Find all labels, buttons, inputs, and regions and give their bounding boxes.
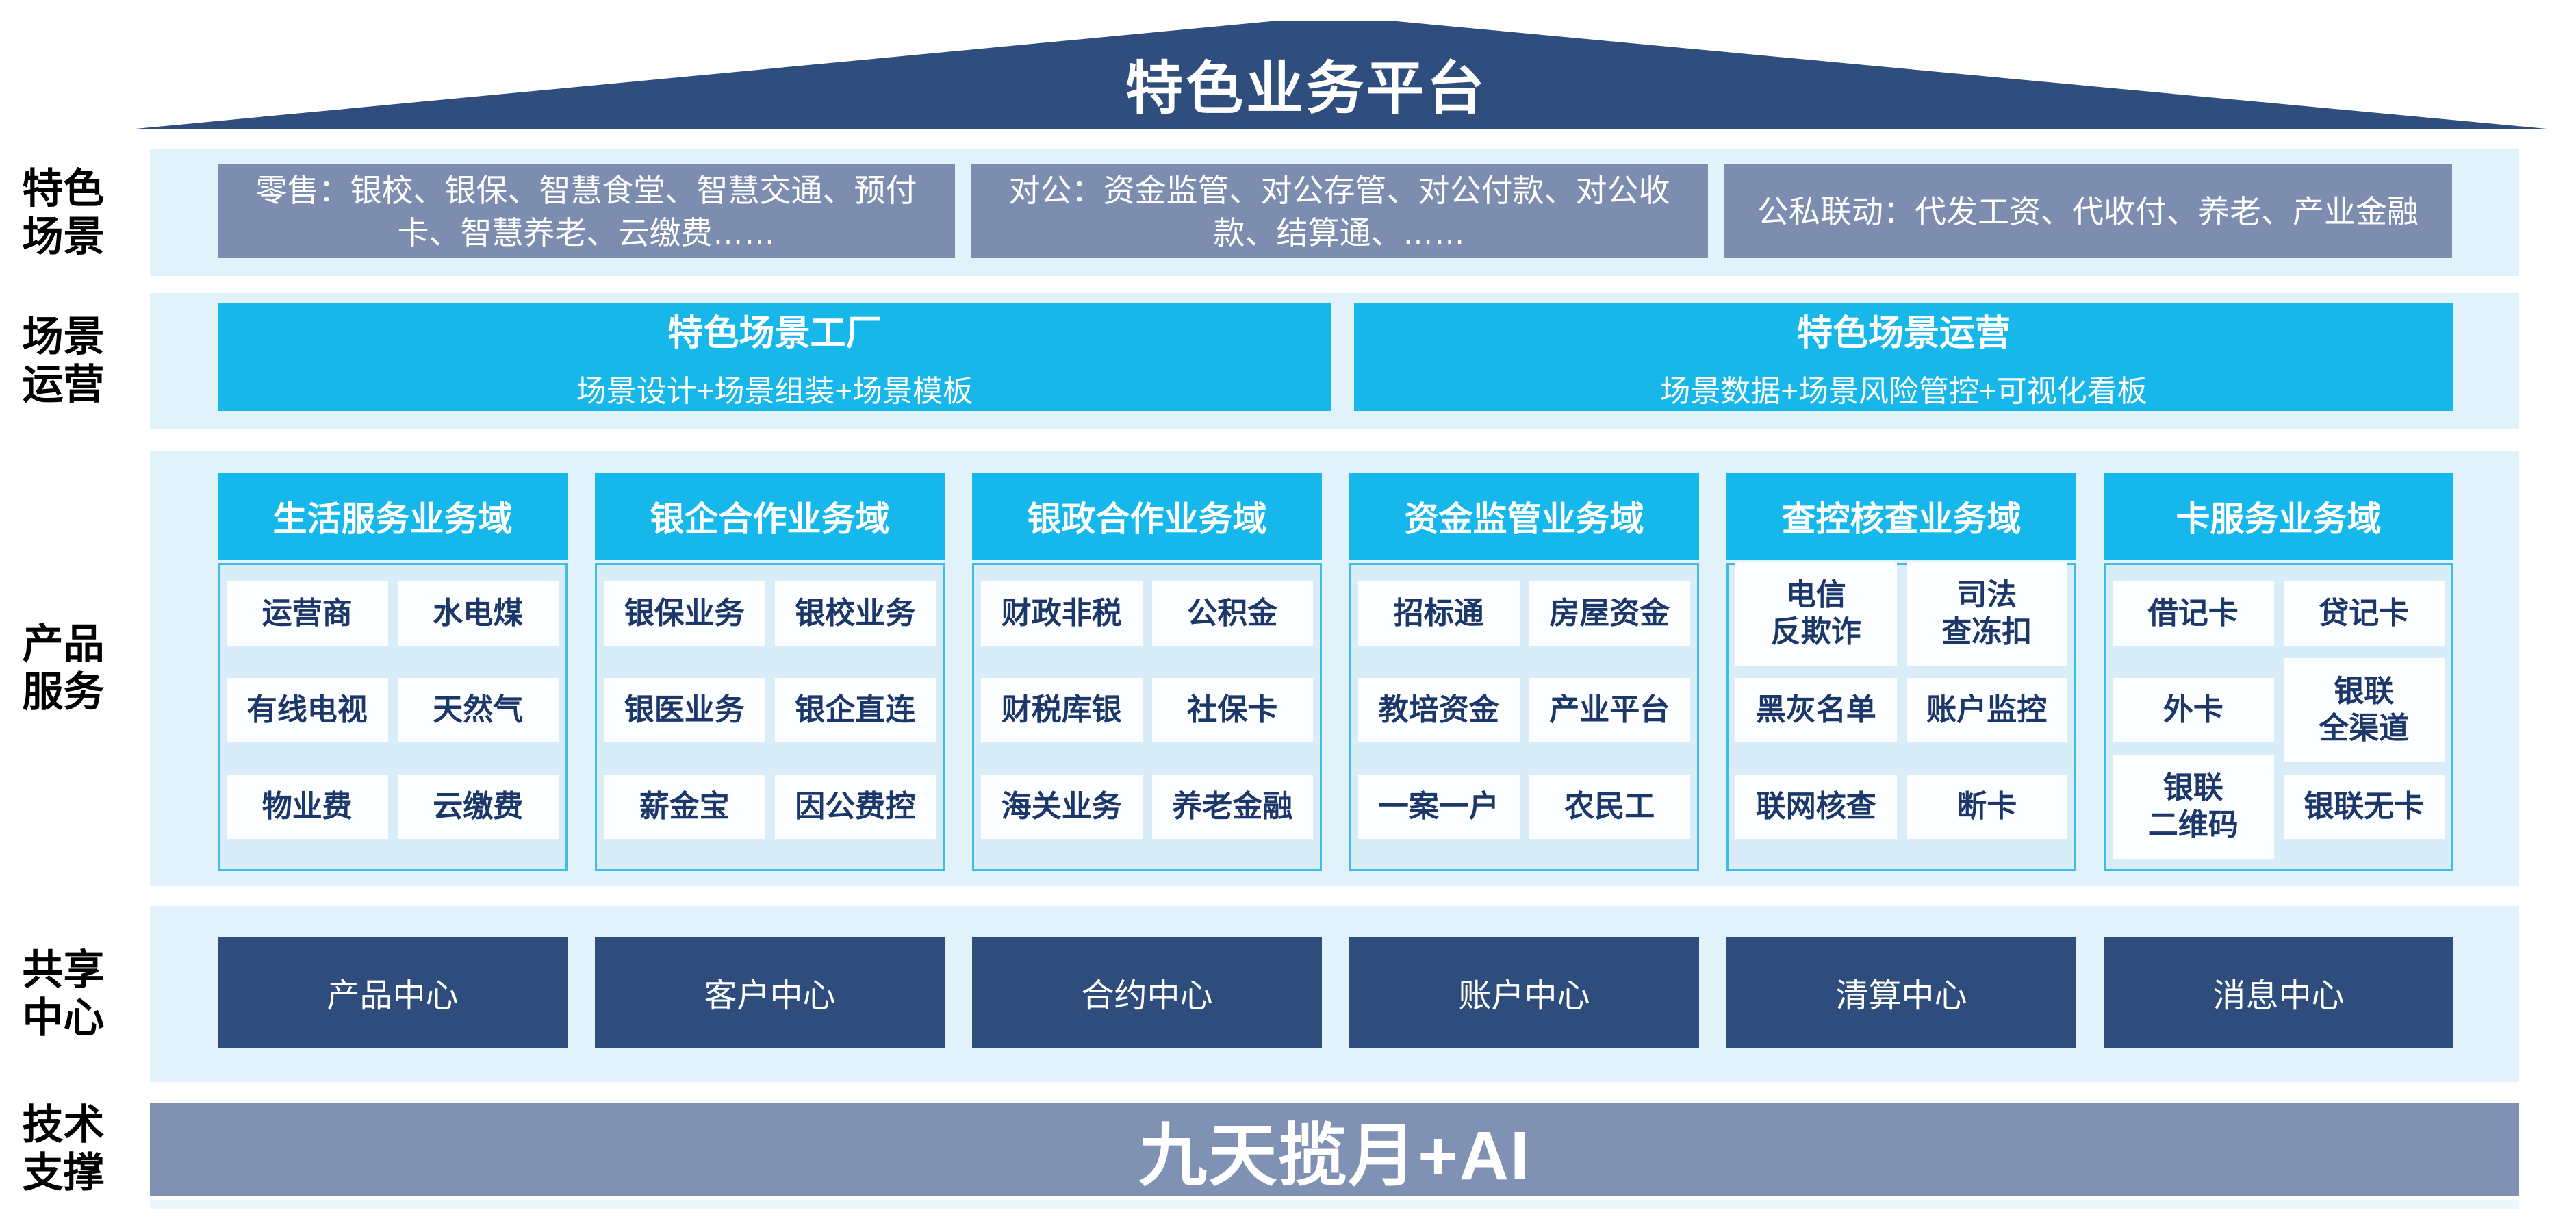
tech-platform-title: 九天揽月+AI bbox=[1138, 1117, 1531, 1194]
operation-box-title: 特色场景工厂 bbox=[667, 314, 882, 353]
domain-item: 有线电视 bbox=[227, 678, 388, 742]
domain-item: 联网核查 bbox=[1735, 775, 1897, 839]
tech-support-bar: 九天揽月+AI bbox=[150, 1103, 2519, 1196]
scene-box-retail: 零售：银校、银保、智慧食堂、智慧交通、预付 卡、智慧养老、云缴费…… bbox=[218, 164, 955, 258]
center-box-product: 产品中心 bbox=[218, 937, 568, 1048]
row-label-scenes: 特色 场景 bbox=[22, 165, 105, 260]
scene-box-linkage: 公私联动：代发工资、代收付、养老、产业金融 bbox=[1724, 164, 2452, 258]
domain-item: 财政非税 bbox=[981, 581, 1143, 646]
domain-item: 云缴费 bbox=[397, 775, 559, 839]
operation-box-subtitle: 场景数据+场景风险管控+可视化看板 bbox=[1660, 375, 2147, 408]
row-label-tech: 技术 支撑 bbox=[22, 1102, 105, 1196]
domain-item: 银联 二维码 bbox=[2113, 755, 2274, 859]
domain-item: 电信 反欺诈 bbox=[1735, 562, 1897, 666]
domain-item: 海关业务 bbox=[981, 775, 1143, 839]
domain-item: 银保业务 bbox=[604, 581, 765, 646]
row-label-operation: 场景 运营 bbox=[22, 314, 105, 407]
page-title: 特色业务平台 bbox=[1125, 56, 1487, 121]
domain-item: 财税库银 bbox=[981, 678, 1143, 742]
row-label-products: 产品 服务 bbox=[22, 621, 105, 715]
domain-header-bank-government: 银政合作业务域 bbox=[972, 473, 1322, 560]
domain-item: 银企直连 bbox=[774, 678, 936, 742]
domain-item: 天然气 bbox=[397, 678, 559, 742]
domain-item: 贷记卡 bbox=[2283, 581, 2445, 646]
domain-item: 银校业务 bbox=[774, 581, 936, 646]
operation-box-subtitle: 场景设计+场景组装+场景模板 bbox=[576, 375, 973, 408]
domain-item: 一案一户 bbox=[1358, 775, 1520, 839]
domain-header-bank-enterprise: 银企合作业务域 bbox=[595, 473, 945, 560]
domain-body-inspection: 电信 反欺诈 司法 查冻扣 黑灰名单 账户监控 联网核查 断卡 bbox=[1726, 562, 2076, 871]
domain-item: 黑灰名单 bbox=[1735, 678, 1897, 742]
domain-item: 银医业务 bbox=[604, 678, 765, 742]
domain-item: 账户监控 bbox=[1906, 678, 2067, 742]
domain-item: 公积金 bbox=[1151, 581, 1313, 646]
domain-item: 外卡 bbox=[2113, 678, 2274, 742]
domain-header-life-services: 生活服务业务域 bbox=[218, 473, 568, 560]
domain-body-bank-enterprise: 银保业务 银校业务 银医业务 银企直连 薪金宝 因公费控 bbox=[595, 563, 945, 871]
domain-item: 运营商 bbox=[227, 581, 388, 646]
domain-header-fund-supervision: 资金监管业务域 bbox=[1349, 473, 1699, 560]
center-box-customer: 客户中心 bbox=[595, 937, 945, 1048]
domain-header-inspection: 查控核查业务域 bbox=[1726, 473, 2076, 560]
domain-item: 产业平台 bbox=[1529, 678, 1690, 742]
domain-item: 农民工 bbox=[1529, 775, 1690, 839]
domain-item: 因公费控 bbox=[774, 775, 936, 839]
center-box-message: 消息中心 bbox=[2104, 937, 2453, 1048]
operation-box-title: 特色场景运营 bbox=[1796, 314, 2011, 353]
operation-box-factory: 特色场景工厂 场景设计+场景组装+场景模板 bbox=[218, 303, 1331, 411]
domain-item: 房屋资金 bbox=[1529, 581, 1690, 646]
domain-item: 养老金融 bbox=[1151, 775, 1313, 839]
domain-item: 银联无卡 bbox=[2283, 775, 2445, 839]
row-label-centers: 共享 中心 bbox=[22, 946, 105, 1041]
domain-item: 司法 查冻扣 bbox=[1906, 562, 2067, 666]
domain-item: 教培资金 bbox=[1358, 678, 1520, 742]
domain-body-life-services: 运营商 水电煤 有线电视 天然气 物业费 云缴费 bbox=[218, 563, 568, 871]
domain-item: 银联 全渠道 bbox=[2283, 658, 2445, 762]
center-box-account: 账户中心 bbox=[1349, 937, 1699, 1048]
domain-body-card-services: 借记卡 贷记卡 外卡 银联 全渠道 银联 二维码 银联无卡 bbox=[2104, 563, 2453, 871]
center-box-contract: 合约中心 bbox=[972, 937, 1322, 1048]
scene-box-corporate: 对公：资金监管、对公存管、对公付款、对公收 款、结算通、…… bbox=[971, 164, 1708, 258]
domain-item: 水电煤 bbox=[397, 581, 559, 646]
bottom-accent-strip bbox=[150, 1200, 2519, 1209]
domain-header-card-services: 卡服务业务域 bbox=[2104, 473, 2453, 560]
domain-item: 断卡 bbox=[1906, 775, 2067, 839]
domain-item: 薪金宝 bbox=[604, 775, 765, 839]
domain-item: 借记卡 bbox=[2113, 581, 2274, 646]
operation-box-operation: 特色场景运营 场景数据+场景风险管控+可视化看板 bbox=[1354, 303, 2453, 411]
domain-item: 物业费 bbox=[227, 775, 388, 839]
domain-body-bank-government: 财政非税 公积金 财税库银 社保卡 海关业务 养老金融 bbox=[972, 563, 1322, 871]
domain-item: 社保卡 bbox=[1151, 678, 1313, 742]
center-box-clearing: 清算中心 bbox=[1726, 937, 2076, 1048]
domain-item: 招标通 bbox=[1358, 581, 1520, 646]
domain-body-fund-supervision: 招标通 房屋资金 教培资金 产业平台 一案一户 农民工 bbox=[1349, 563, 1699, 871]
